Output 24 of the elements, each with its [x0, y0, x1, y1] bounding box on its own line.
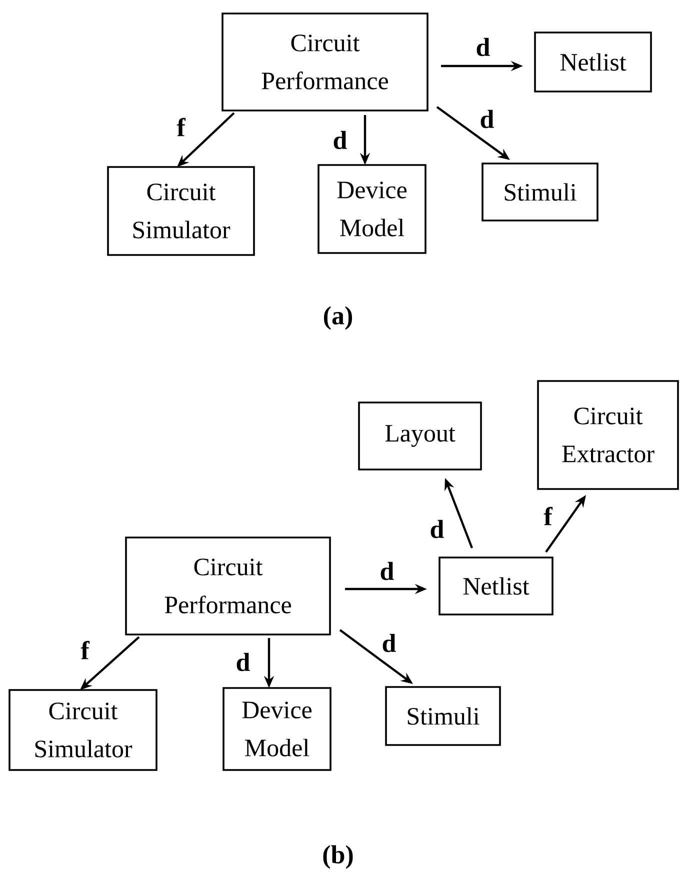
process-box: Device Model: [318, 164, 426, 254]
edge-label: d: [382, 634, 396, 652]
edge-label: d: [476, 38, 490, 56]
edge-label: d: [334, 130, 347, 150]
process-box: Circuit Simulator: [107, 166, 255, 256]
process-box: Netlist: [534, 32, 652, 92]
edge-label: f: [80, 640, 90, 660]
process-box: Circuit Performance: [125, 536, 331, 636]
process-box: Circuit Extractor: [537, 380, 679, 490]
process-box: Netlist: [438, 556, 554, 616]
process-box: Stimuli: [385, 686, 501, 746]
process-box: Stimuli: [482, 162, 598, 222]
process-box: Circuit Simulator: [8, 689, 158, 771]
edge-label: d: [480, 110, 494, 128]
edge-label: d: [236, 652, 250, 672]
edge-label: f: [544, 506, 553, 526]
edge-label: f: [176, 118, 186, 136]
panel-label: (a): [324, 306, 352, 330]
process-box: Circuit Performance: [222, 12, 428, 112]
edge-label: d: [380, 562, 394, 580]
panel-label: (b): [323, 845, 353, 869]
process-box: Layout: [358, 402, 482, 470]
process-box: Device Model: [222, 687, 332, 771]
edge-label: d: [430, 520, 444, 538]
